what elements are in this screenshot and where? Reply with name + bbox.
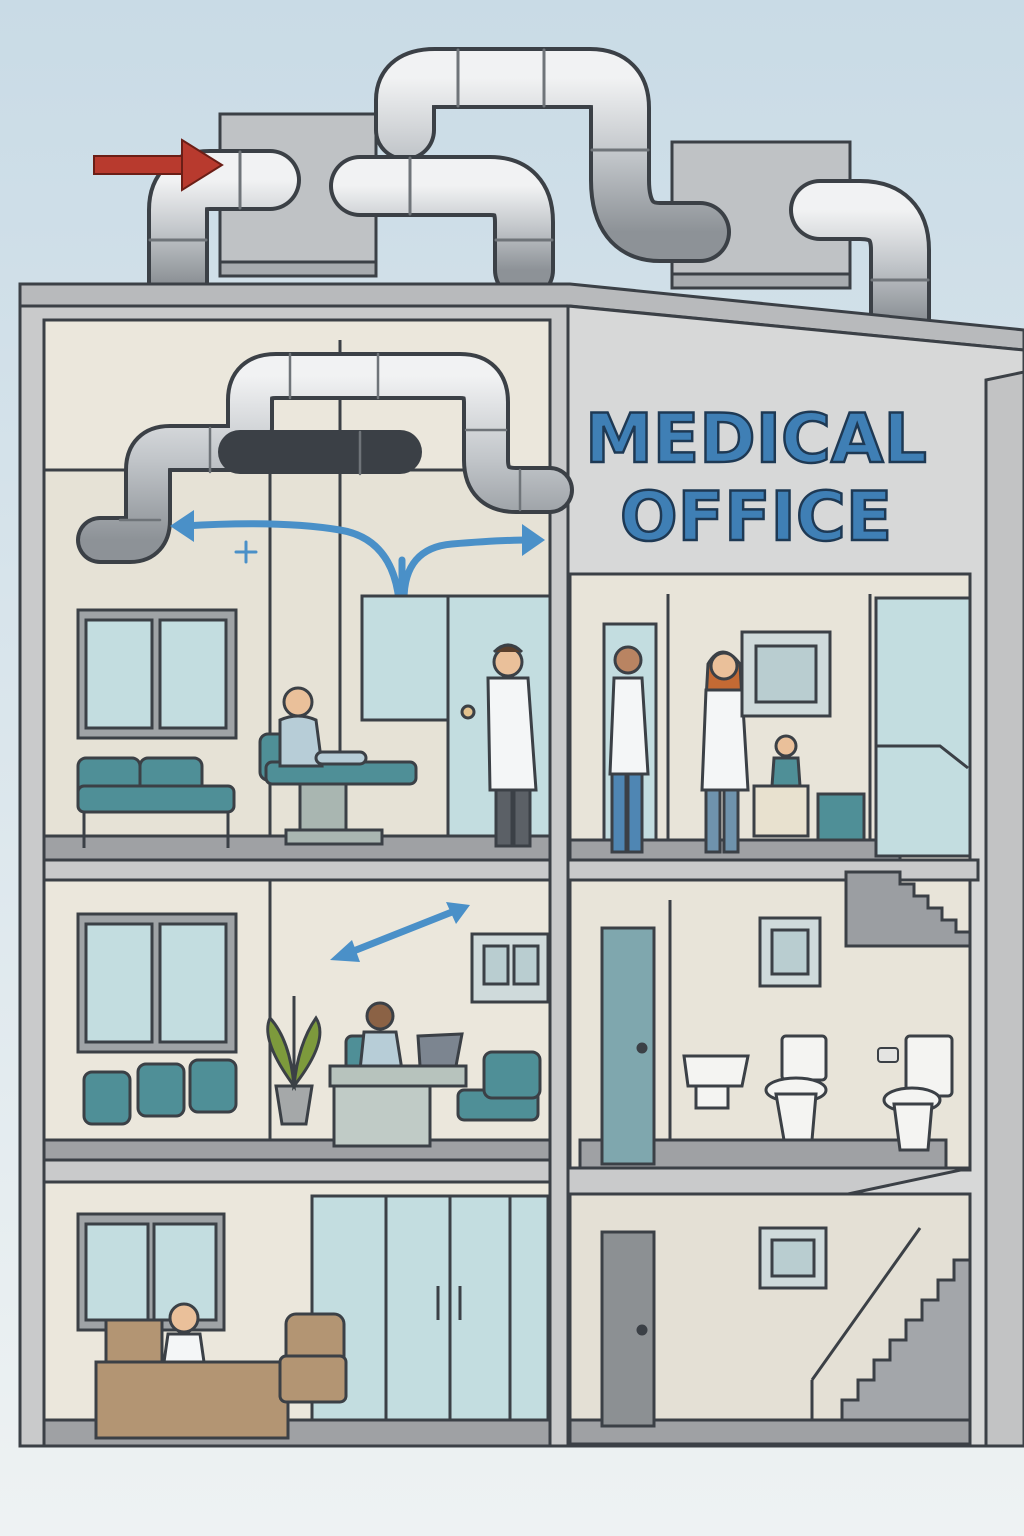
wall-art-third-floor <box>740 630 832 718</box>
door-second-floor-right <box>600 926 656 1166</box>
window-second-floor-left <box>76 912 238 1054</box>
receptionist-first-floor <box>162 1302 206 1364</box>
window-third-floor-left <box>76 608 238 740</box>
glass-panel-stair-third <box>874 596 972 858</box>
potted-plant <box>266 996 322 1126</box>
sink <box>682 1054 750 1110</box>
staircase-lower <box>810 1227 972 1422</box>
entrance-glass-doors <box>310 1194 550 1422</box>
toilet-right <box>882 1034 954 1152</box>
doctor-third-floor-left <box>460 643 538 848</box>
seated-patient-third-floor <box>752 734 866 842</box>
medical-office-sign: MEDICAL OFFICE <box>584 399 928 559</box>
airflow-arrow-left <box>180 520 404 624</box>
door-first-floor-right <box>600 1230 656 1428</box>
waiting-chairs-third-floor <box>76 756 236 848</box>
doctor-male-third-floor-right <box>608 645 650 854</box>
paper-dispenser <box>877 1047 899 1063</box>
staircase-upper <box>844 870 972 948</box>
reception-desk-second-floor <box>328 1001 468 1148</box>
reception-desk-first-floor <box>94 1318 290 1440</box>
airflow-arrow-diagonal <box>342 908 456 958</box>
patient-on-exam-table <box>278 686 368 768</box>
wall-art-first-floor-right <box>758 1226 828 1290</box>
wall-art-second-floor-left <box>470 932 550 1004</box>
sign-line-1: MEDICAL <box>585 400 927 479</box>
waiting-chairs-second-floor <box>82 1050 542 1126</box>
red-intake-arrow <box>93 138 224 192</box>
wall-art-restroom <box>758 916 822 988</box>
window-first-floor-left <box>76 1212 226 1332</box>
sign-line-2: OFFICE <box>620 478 892 557</box>
armchair-first-floor <box>278 1312 348 1404</box>
toilet-left <box>764 1034 828 1142</box>
airflow-arrow-right <box>400 536 534 604</box>
interior-ductwork <box>76 352 574 564</box>
doctor-female-third-floor-right <box>700 650 750 854</box>
